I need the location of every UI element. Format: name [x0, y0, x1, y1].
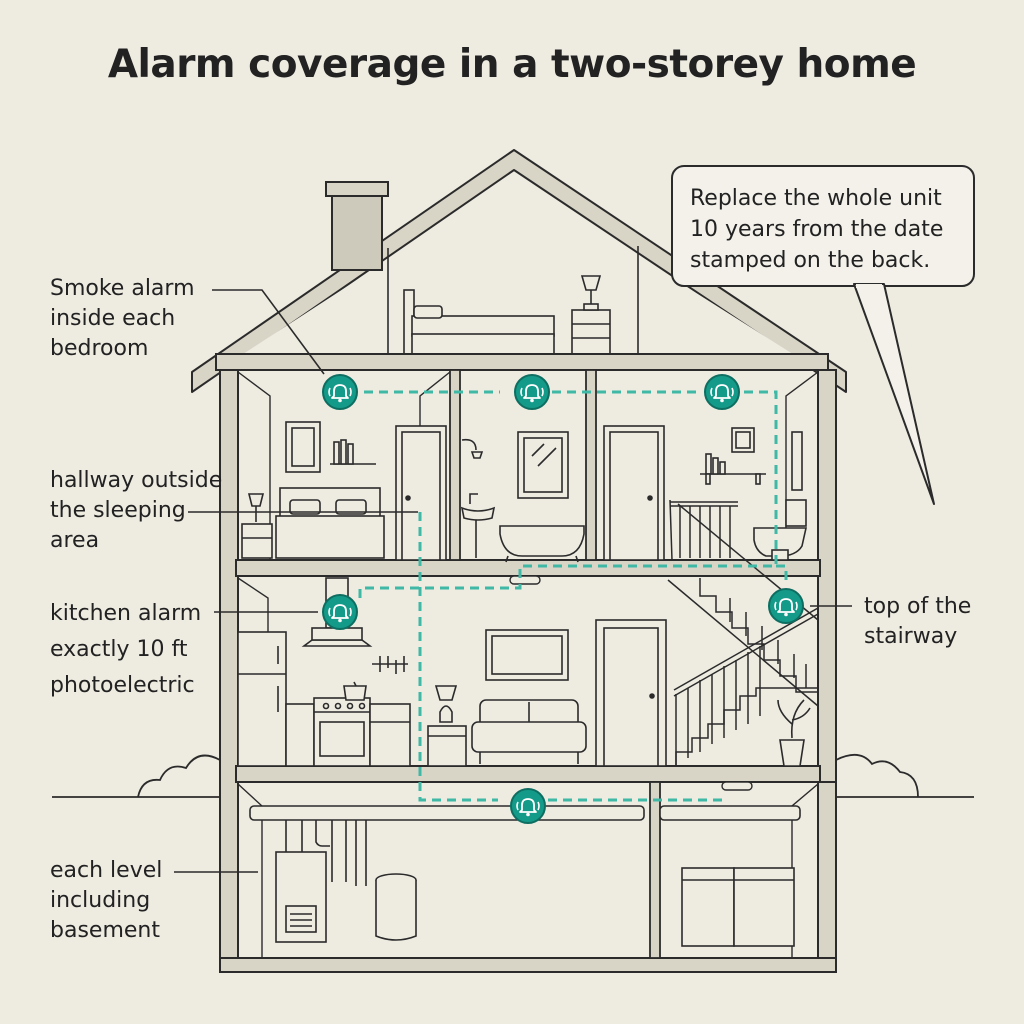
label-hallway: hallway outside the sleeping area [50, 466, 222, 556]
ceiling-detector-hall [509, 575, 541, 585]
house-shell [215, 353, 837, 973]
living-room [427, 619, 811, 767]
callout-line: stamped on the back. [690, 248, 931, 273]
label-stairway: top of the stairway [864, 592, 971, 652]
ground [52, 754, 974, 798]
callout-bubble [671, 165, 975, 505]
label-kitchen: kitchen alarm exactly 10 ft photoelectri… [50, 596, 201, 704]
label-line: area [50, 528, 100, 553]
label-basement: each level including basement [50, 856, 162, 946]
callout-text: Replace the whole unit 10 years from the… [690, 183, 970, 276]
roof [191, 149, 847, 393]
label-line: hallway outside [50, 468, 223, 493]
callout-line: Replace the whole unit [690, 186, 942, 211]
label-line: including [50, 888, 151, 913]
chimney [325, 181, 389, 271]
interior-walls [449, 369, 661, 959]
label-bedroom: Smoke alarm inside each bedroom [50, 274, 195, 364]
bathroom [460, 431, 585, 563]
ceiling-detector-basement [721, 781, 753, 791]
label-line: the sleeping [50, 498, 186, 523]
basement [249, 805, 801, 947]
alarm-bedroom-left [322, 374, 358, 410]
attic-nightstand [571, 275, 611, 355]
alarm-basement [510, 788, 546, 824]
bedroom-right [603, 425, 807, 561]
alarm-bathroom [514, 374, 550, 410]
label-line: stairway [864, 624, 958, 649]
label-line: photoelectric [50, 673, 195, 698]
label-line: Smoke alarm [50, 276, 195, 301]
label-line: top of the [864, 594, 972, 619]
interconnect-path [358, 390, 788, 802]
label-line: kitchen alarm [50, 601, 202, 626]
alarm-stairway [768, 588, 804, 624]
label-line: basement [50, 918, 160, 943]
callout-line: 10 years from the date [690, 217, 944, 242]
label-line: bedroom [50, 336, 149, 361]
label-line: inside each [50, 306, 176, 331]
label-line: each level [50, 858, 163, 883]
kitchen [237, 577, 411, 767]
diagram-title: Alarm coverage in a two-storey home [107, 42, 917, 87]
alarm-bedroom-right [704, 374, 740, 410]
attic-bed [403, 289, 555, 355]
bedroom-left [241, 421, 447, 561]
alarm-kitchen [322, 594, 358, 630]
label-line: exactly 10 ft [50, 637, 188, 662]
leader-lines [174, 289, 852, 873]
